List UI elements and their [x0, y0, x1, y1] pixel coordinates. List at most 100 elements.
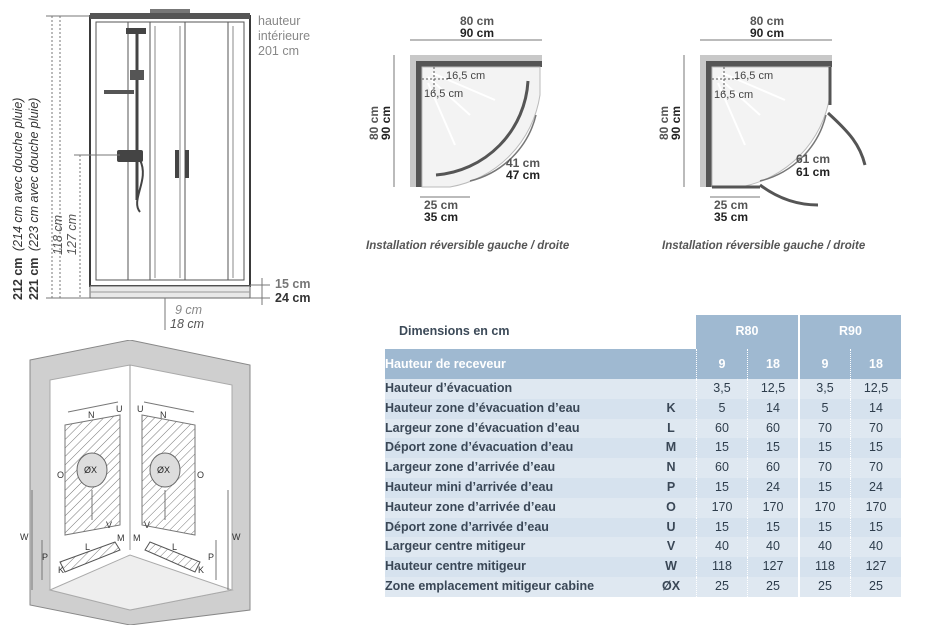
tray-height-b: 24 cm	[275, 291, 310, 305]
row-label: Hauteur mini d’arrivée d’eau	[385, 477, 646, 498]
row-value: 14	[747, 398, 798, 419]
row-value: 25	[798, 576, 850, 597]
base-a: 9 cm	[175, 303, 202, 317]
drain-zone-left	[59, 541, 121, 573]
group-r90: R90	[798, 315, 901, 349]
row-value: 127	[747, 557, 798, 577]
plan-right-side-a: 80 cm	[657, 106, 671, 140]
row-value: 5	[696, 398, 747, 419]
row-label: Largeur zone d’évacuation d’eau	[385, 418, 646, 439]
height-a-main: 212 cm	[11, 258, 25, 300]
plan-left: 80 cm 90 cm 80 cm 90 cm 16,5 cm 16,5 cm …	[367, 14, 542, 224]
row-value: 12,5	[747, 379, 798, 399]
plan-left-inner-b: 16,5 cm	[424, 88, 463, 100]
row-label: Hauteur d’évacuation	[385, 379, 646, 399]
row-letter: U	[646, 517, 696, 538]
row-value: 170	[747, 497, 798, 518]
row-value: 40	[747, 537, 798, 558]
height-b-main: 221 cm	[27, 258, 41, 300]
row-value: 15	[747, 517, 798, 538]
room-label-l-right: L	[172, 542, 177, 552]
row-letter: L	[646, 418, 696, 439]
row-letter	[646, 379, 696, 399]
row-value: 25	[696, 576, 747, 597]
row-value: 170	[798, 497, 850, 518]
plan-left-bottom-a: 25 cm	[424, 198, 458, 212]
room-perspective: N U U N O O ØX ØX V V L L M M P P K K W …	[20, 340, 251, 625]
svg-text:212 cm (214 cm avec douc: 212 cm (214 cm avec douche pluie)	[11, 98, 25, 300]
row-value: 60	[696, 418, 747, 439]
room-label-k-left: K	[58, 565, 64, 575]
room-label-p-right: P	[208, 552, 214, 562]
row-value: 15	[850, 438, 901, 459]
room-label-u-left: U	[116, 404, 123, 414]
row-value: 70	[798, 418, 850, 439]
row-value: 70	[850, 418, 901, 439]
row-value: 25	[850, 576, 901, 597]
tray-height-label: Hauteur de receveur	[385, 349, 696, 379]
plan-left-side-a: 80 cm	[367, 106, 381, 140]
plan-left-diag-a: 41 cm	[506, 156, 540, 170]
row-value: 60	[747, 458, 798, 478]
row-value: 14	[850, 398, 901, 419]
room-label-w-right: W	[232, 532, 241, 542]
row-value: 40	[696, 537, 747, 558]
base-b: 18 cm	[170, 317, 204, 331]
band-value: 18	[850, 349, 901, 379]
row-label: Déport zone d’arrivée d’eau	[385, 517, 646, 538]
row-letter: P	[646, 477, 696, 498]
plan-right-diag-a: 61 cm	[796, 152, 830, 166]
room-label-n-right: N	[160, 410, 167, 420]
row-label: Zone emplacement mitigeur cabine	[385, 576, 646, 597]
row-label: Largeur zone d’arrivée d’eau	[385, 458, 646, 478]
plan-right-top-b: 90 cm	[750, 26, 784, 40]
room-label-o-right: O	[197, 470, 204, 480]
height-b-sub: (223 cm avec douche pluie)	[27, 98, 41, 252]
row-letter: W	[646, 557, 696, 577]
cabin-top-bar	[90, 13, 250, 19]
plan-left-top-a: 80 cm	[460, 14, 494, 28]
group-r80: R80	[696, 315, 798, 349]
row-value: 170	[850, 497, 901, 518]
room-label-ox-right: ØX	[157, 465, 170, 475]
row-value: 170	[696, 497, 747, 518]
tray-height-a: 15 cm	[275, 277, 310, 291]
plan-left-inner-a: 16,5 cm	[446, 70, 485, 82]
room-label-n-left: N	[88, 410, 95, 420]
row-value: 15	[696, 438, 747, 459]
plan-right-top-a: 80 cm	[750, 14, 784, 28]
plan-left-side-b: 90 cm	[379, 106, 393, 140]
row-value: 60	[747, 418, 798, 439]
svg-text:221 cm (223 cm avec douc: 221 cm (223 cm avec douche pluie)	[27, 98, 41, 300]
row-value: 40	[798, 537, 850, 558]
row-value: 70	[798, 458, 850, 478]
row-value: 24	[747, 477, 798, 498]
row-value: 25	[747, 576, 798, 597]
mixer-height-b: 127 cm	[65, 214, 79, 255]
room-label-ox-left: ØX	[84, 465, 97, 475]
row-value: 60	[696, 458, 747, 478]
row-label: Hauteur zone d’évacuation d’eau	[385, 398, 646, 419]
row-value: 118	[798, 557, 850, 577]
room-label-v-left: V	[106, 520, 112, 530]
plan-right-side-b: 90 cm	[669, 106, 683, 140]
room-label-l-left: L	[85, 542, 90, 552]
room-label-m-right: M	[133, 533, 141, 543]
row-value: 70	[850, 458, 901, 478]
room-label-m-left: M	[117, 533, 125, 543]
hauteur-label-2: intérieure	[258, 29, 310, 43]
row-value: 15	[798, 438, 850, 459]
row-label: Largeur centre mitigeur	[385, 537, 646, 558]
plan-right-inner-b: 16,5 cm	[714, 89, 753, 101]
plan-left-top-b: 90 cm	[460, 26, 494, 40]
plan-left-bottom-b: 35 cm	[424, 210, 458, 224]
row-letter: K	[646, 398, 696, 419]
row-label: Hauteur centre mitigeur	[385, 557, 646, 577]
